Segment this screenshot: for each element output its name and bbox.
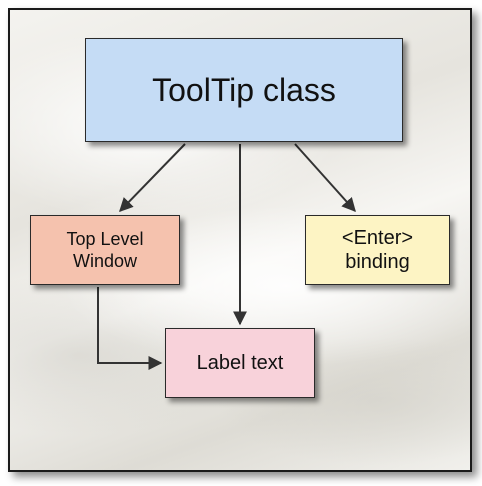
node-tooltip-class: ToolTip class bbox=[85, 38, 403, 142]
diagram-frame: ToolTip class Top Level Window <Enter> b… bbox=[8, 8, 472, 472]
node-enter-binding: <Enter> binding bbox=[305, 215, 450, 285]
arrows-layer bbox=[97, 143, 356, 370]
node-enter-binding-line1: <Enter> bbox=[341, 227, 414, 249]
node-top-level-window-line1: Top Level bbox=[66, 229, 144, 249]
node-top-level-window-line2: Window bbox=[72, 251, 138, 271]
arrow-tooltip-to-toplevel bbox=[119, 143, 186, 213]
node-enter-binding-line2: binding bbox=[345, 251, 410, 273]
arrow-toplevel-to-label bbox=[97, 287, 163, 370]
node-label-text: Label text bbox=[165, 328, 315, 398]
node-label-text-label: Label text bbox=[196, 351, 284, 374]
arrow-tooltip-to-enter bbox=[294, 143, 356, 213]
node-tooltip-class-label: ToolTip class bbox=[152, 71, 336, 108]
node-top-level-window: Top Level Window bbox=[30, 215, 180, 285]
